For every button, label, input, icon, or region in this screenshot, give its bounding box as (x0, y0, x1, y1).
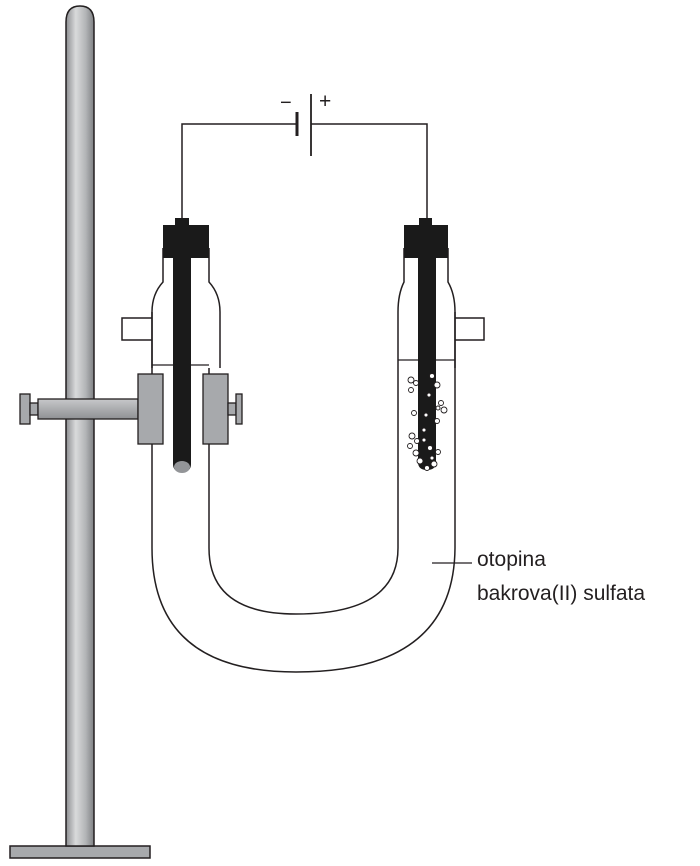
wire-left (181, 123, 297, 218)
left-side-tab (121, 317, 152, 341)
bubble (413, 380, 419, 386)
u-tube-inner (208, 368, 399, 615)
right-electrode-rod (418, 256, 436, 470)
circuit (181, 94, 428, 218)
clamp (19, 373, 243, 445)
u-tube-outer (151, 312, 456, 673)
stand-base (9, 845, 151, 859)
bubble (408, 432, 416, 440)
bubble (407, 376, 415, 384)
right-stopper (404, 225, 448, 258)
battery-positive-sign: + (319, 90, 332, 113)
bubble (438, 400, 444, 406)
retort-stand (9, 5, 151, 859)
clamp-screw-right (227, 402, 237, 416)
clamp-screw-left (29, 402, 39, 416)
left-electrode (163, 218, 209, 473)
bubble (435, 449, 441, 455)
bubble (427, 445, 433, 451)
gas-bubbles (407, 373, 448, 471)
bubble (416, 457, 424, 465)
bubble (426, 392, 432, 398)
bubble (412, 449, 420, 457)
left-stopper (163, 225, 209, 258)
right-electrode (404, 218, 448, 471)
left-electrode-rod (173, 256, 191, 472)
solution-label-line1: otopina (477, 548, 546, 571)
solution-label-line2: bakrova(II) sulfata (477, 582, 646, 605)
clamp-jaw-left (137, 373, 164, 445)
wire-right (311, 123, 428, 218)
bubble (435, 405, 441, 411)
bubble (429, 455, 435, 461)
right-terminal (419, 218, 432, 227)
bubble (433, 381, 441, 389)
clamp-arm (37, 398, 139, 420)
bubble (423, 412, 429, 418)
left-copper-deposit (174, 461, 190, 473)
bubble (440, 406, 448, 414)
bubble (424, 465, 430, 471)
bubble (408, 387, 414, 393)
right-arm-neck (397, 248, 456, 368)
stand-rod (65, 5, 95, 847)
clamp-screw-knob-left (19, 393, 31, 425)
clamp-jaw-right (202, 373, 229, 445)
bubble (430, 460, 438, 468)
bubble (434, 418, 440, 424)
clamp-screw-knob-right (235, 393, 243, 425)
left-terminal (175, 218, 189, 227)
bubble (411, 410, 417, 416)
bubble (414, 438, 420, 444)
bubble (421, 437, 427, 443)
left-arm-neck (151, 248, 221, 368)
battery-negative-sign: − (280, 92, 292, 114)
bubble (429, 373, 435, 379)
u-tube (121, 248, 485, 673)
bubble (407, 443, 413, 449)
bubble (421, 427, 427, 433)
right-side-tab (455, 317, 485, 341)
